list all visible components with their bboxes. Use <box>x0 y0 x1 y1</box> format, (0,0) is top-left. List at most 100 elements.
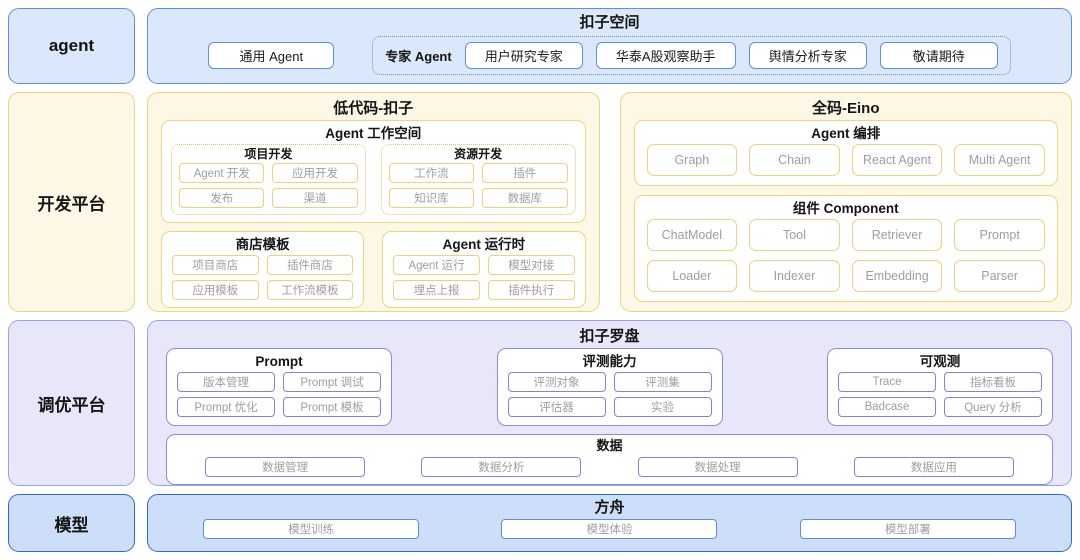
lowcode-coze-panel: 低代码-扣子 Agent 工作空间 项目开发 Agent 开发 应用开发 发布 … <box>147 92 600 312</box>
ark-items: 模型训练 模型体验 模型部署 <box>162 519 1057 539</box>
observability-item: Trace <box>838 372 936 392</box>
fullcode-eino-title: 全码-Eino <box>812 100 880 117</box>
fullcode-eino-panel: 全码-Eino Agent 编排 Graph Chain React Agent… <box>619 92 1072 312</box>
component-item: Indexer <box>749 260 840 292</box>
store-template-item: 项目商店 <box>172 255 259 275</box>
project-dev-item: 发布 <box>179 188 265 208</box>
component-item: ChatModel <box>646 219 738 251</box>
store-template-panel: 商店模板 项目商店 插件商店 应用模板 工作流模板 <box>161 231 365 308</box>
agent-runtime-panel: Agent 运行时 Agent 运行 模型对接 埋点上报 插件执行 <box>382 231 586 308</box>
project-dev-title: 项目开发 <box>244 147 293 161</box>
resource-dev-items: 工作流 插件 知识库 数据库 <box>388 163 568 208</box>
project-dev-items: Agent 开发 应用开发 发布 渠道 <box>179 163 358 208</box>
component-item: Tool <box>749 219 840 251</box>
component-item: Parser <box>954 260 1045 292</box>
agent-orchestration-panel: Agent 编排 Graph Chain React Agent Multi A… <box>633 120 1058 186</box>
data-title: 数据 <box>596 438 623 453</box>
resource-dev-item: 数据库 <box>482 188 568 208</box>
agent-orchestration-items: Graph Chain React Agent Multi Agent <box>646 144 1045 176</box>
observability-items: Trace 指标看板 Badcase Query 分析 <box>838 372 1042 417</box>
agent-runtime-item: 模型对接 <box>487 255 575 275</box>
orchestration-item: Multi Agent <box>954 144 1045 176</box>
data-item: 数据分析 <box>421 457 582 477</box>
agent-row: agent 扣子空间 通用 Agent 专家 Agent 用户研究专家 华泰A股… <box>8 8 1072 84</box>
prompt-panel: Prompt 版本管理 Prompt 调试 Prompt 优化 Prompt 模… <box>166 348 392 426</box>
orchestration-item: React Agent <box>851 144 943 176</box>
evaluation-item: 评测对象 <box>507 372 606 392</box>
component-items: ChatModel Tool Retriever Prompt Loader I… <box>646 219 1045 292</box>
store-template-title: 商店模板 <box>235 237 290 252</box>
evaluation-panel: 评测能力 评测对象 评测集 评估器 实验 <box>496 348 723 426</box>
component-item: Prompt <box>954 219 1045 251</box>
orchestration-item: Chain <box>749 144 840 176</box>
expert-agent-box: 用户研究专家 <box>464 42 583 69</box>
resource-dev-title: 资源开发 <box>454 147 503 161</box>
resource-dev-item: 知识库 <box>388 188 475 208</box>
observability-item: 指标看板 <box>944 372 1042 392</box>
agent-orchestration-title: Agent 编排 <box>811 126 881 141</box>
resource-dev-item: 插件 <box>482 163 568 183</box>
data-item: 数据处理 <box>637 457 798 477</box>
row-label-model: 模型 <box>8 494 135 552</box>
store-template-items: 项目商店 插件商店 应用模板 工作流模板 <box>172 255 354 300</box>
data-panel: 数据 数据管理 数据分析 数据处理 数据应用 <box>166 434 1053 485</box>
project-dev-item: 渠道 <box>272 188 358 208</box>
agent-row-content: 通用 Agent 专家 Agent 用户研究专家 华泰A股观察助手 舆情分析专家… <box>148 36 1071 75</box>
evaluation-items: 评测对象 评测集 评估器 实验 <box>507 372 712 417</box>
resource-dev-item: 工作流 <box>388 163 475 183</box>
evaluation-item: 实验 <box>613 397 712 417</box>
tuning-platform-row: 调优平台 扣子罗盘 Prompt 版本管理 Prompt 调试 Prompt 优… <box>8 320 1072 486</box>
expert-agent-label: 专家 Agent <box>385 49 452 64</box>
observability-item: Badcase <box>838 397 936 417</box>
lowcode-bottom-row: 商店模板 项目商店 插件商店 应用模板 工作流模板 Agent 运行时 Agen… <box>161 231 586 308</box>
orchestration-item: Graph <box>646 144 738 176</box>
prompt-item: 版本管理 <box>177 372 275 392</box>
row-label-tuning-platform: 调优平台 <box>8 320 135 486</box>
evaluation-title: 评测能力 <box>582 354 637 369</box>
coze-compass-title: 扣子罗盘 <box>579 328 640 345</box>
model-row: 模型 方舟 模型训练 模型体验 模型部署 <box>8 494 1072 552</box>
coze-space-title: 扣子空间 <box>579 14 640 31</box>
project-dev-item: Agent 开发 <box>179 163 265 183</box>
agent-runtime-item: Agent 运行 <box>393 255 480 275</box>
prompt-title: Prompt <box>255 354 303 369</box>
agent-runtime-item: 插件执行 <box>487 280 575 300</box>
prompt-item: Prompt 优化 <box>177 397 275 417</box>
ark-item: 模型部署 <box>799 519 1016 539</box>
agent-workspace-title: Agent 工作空间 <box>325 126 422 141</box>
workspace-groups: 项目开发 Agent 开发 应用开发 发布 渠道 资源开发 工作流 <box>171 144 576 215</box>
agent-runtime-title: Agent 运行时 <box>442 237 526 252</box>
ark-panel: 方舟 模型训练 模型体验 模型部署 <box>147 494 1072 552</box>
data-item: 数据管理 <box>205 457 366 477</box>
prompt-item: Prompt 调试 <box>283 372 381 392</box>
general-agent-box: 通用 Agent <box>208 42 335 69</box>
store-template-item: 工作流模板 <box>266 280 354 300</box>
compass-groups: Prompt 版本管理 Prompt 调试 Prompt 优化 Prompt 模… <box>166 348 1053 426</box>
expert-agent-group: 专家 Agent 用户研究专家 华泰A股观察助手 舆情分析专家 敬请期待 <box>372 36 1011 75</box>
row-label-agent: agent <box>8 8 135 84</box>
expert-agent-box: 敬请期待 <box>879 42 998 69</box>
agent-runtime-items: Agent 运行 模型对接 埋点上报 插件执行 <box>393 255 575 300</box>
coze-space-panel: 扣子空间 通用 Agent 专家 Agent 用户研究专家 华泰A股观察助手 舆… <box>147 8 1072 84</box>
prompt-items: 版本管理 Prompt 调试 Prompt 优化 Prompt 模板 <box>177 372 381 417</box>
store-template-item: 应用模板 <box>172 280 259 300</box>
evaluation-item: 评测集 <box>613 372 712 392</box>
prompt-item: Prompt 模板 <box>283 397 381 417</box>
ark-item: 模型训练 <box>203 519 420 539</box>
component-item: Embedding <box>851 260 943 292</box>
expert-agent-box: 华泰A股观察助手 <box>595 42 736 69</box>
project-dev-group: 项目开发 Agent 开发 应用开发 发布 渠道 <box>171 144 366 215</box>
ark-item: 模型体验 <box>501 519 718 539</box>
agent-workspace-panel: Agent 工作空间 项目开发 Agent 开发 应用开发 发布 渠道 <box>161 120 586 223</box>
lowcode-coze-title: 低代码-扣子 <box>333 100 414 117</box>
observability-item: Query 分析 <box>944 397 1042 417</box>
dev-platform-main: 低代码-扣子 Agent 工作空间 项目开发 Agent 开发 应用开发 发布 … <box>147 92 1072 312</box>
expert-agent-box: 舆情分析专家 <box>748 42 867 69</box>
observability-panel: 可观测 Trace 指标看板 Badcase Query 分析 <box>827 348 1053 426</box>
data-items: 数据管理 数据分析 数据处理 数据应用 <box>177 457 1042 477</box>
store-template-item: 插件商店 <box>266 255 354 275</box>
ark-title: 方舟 <box>594 499 625 516</box>
component-title: 组件 Component <box>792 201 899 216</box>
component-item: Retriever <box>851 219 943 251</box>
